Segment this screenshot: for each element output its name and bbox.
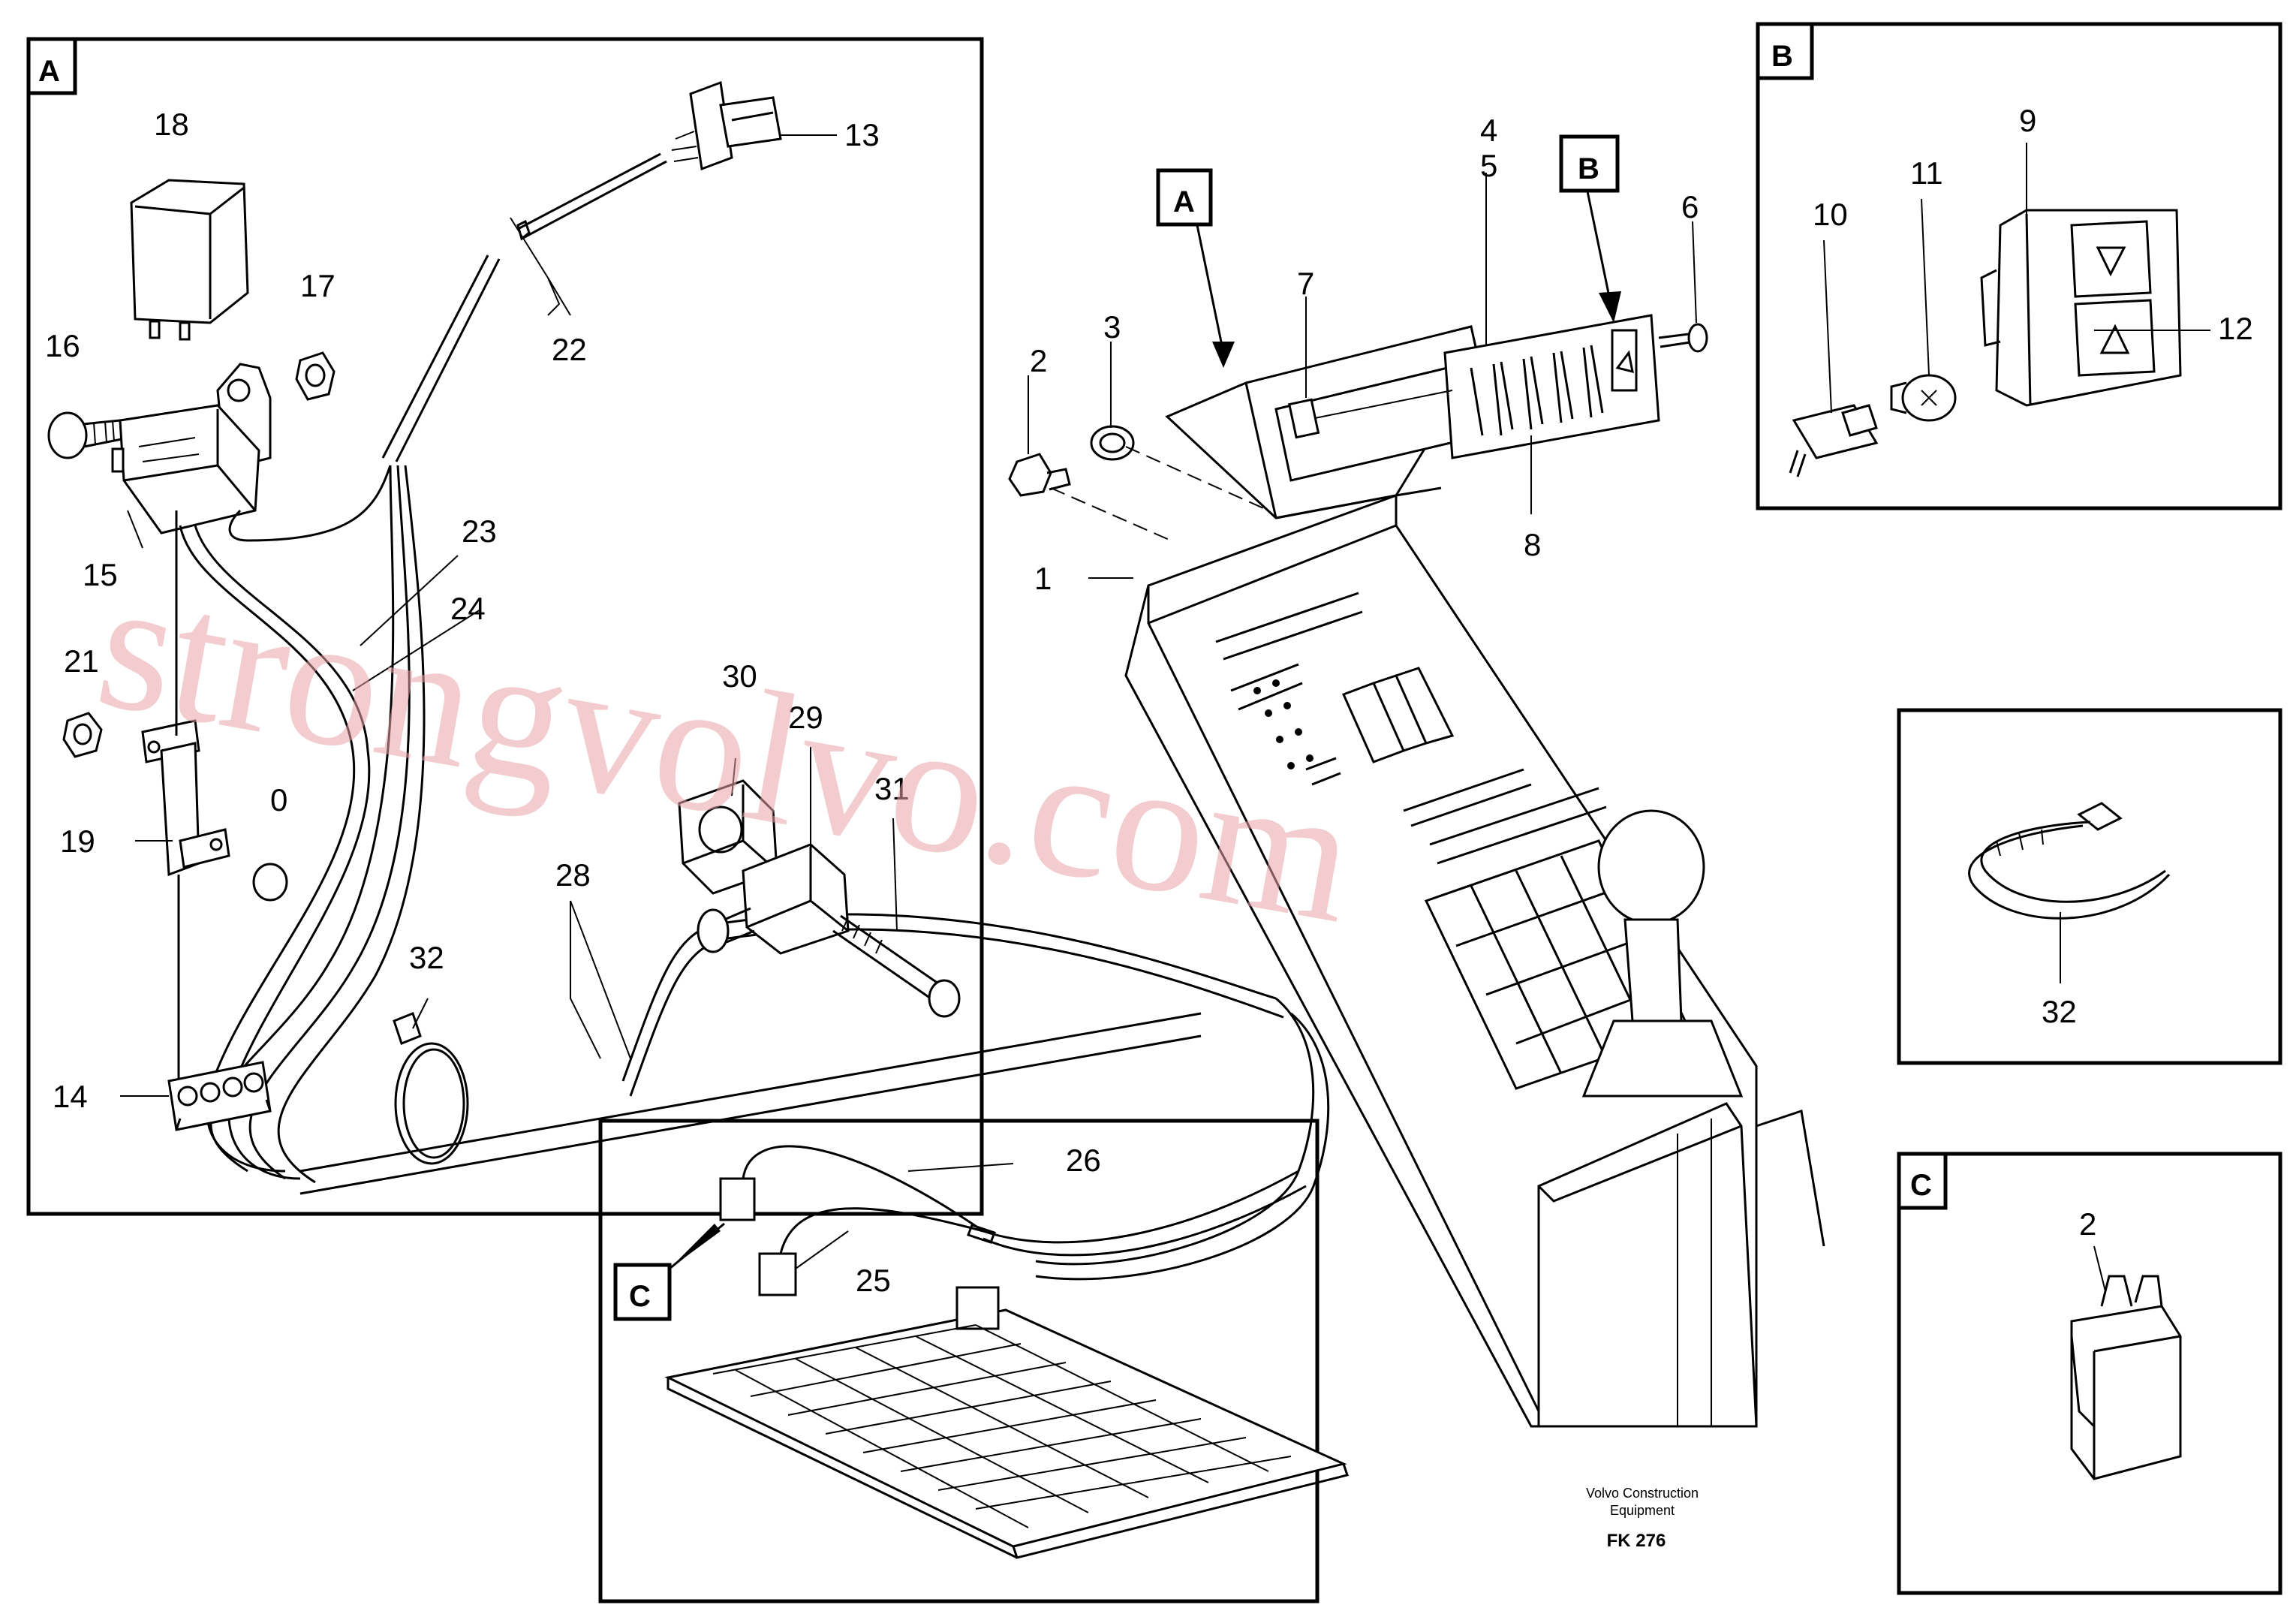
callout-32-b: 32: [2042, 994, 2077, 1029]
nut-part-21: [62, 712, 103, 758]
cable-tie-part: [393, 1012, 469, 1165]
callout-22: 22: [552, 332, 587, 367]
callout-12: 12: [2218, 311, 2253, 346]
callout-8: 8: [1524, 527, 1541, 562]
svg-text:B: B: [1578, 152, 1599, 185]
callout-23: 23: [462, 513, 497, 549]
lamp-socket-part: [697, 843, 850, 955]
figure-code: FK 276: [1607, 1531, 1666, 1551]
callout-3: 3: [1103, 309, 1121, 345]
callout-19: 19: [60, 824, 95, 859]
footer-company-line1: Volvo Construction: [1586, 1486, 1699, 1501]
callout-1: 1: [1034, 561, 1052, 596]
board-components: [712, 1324, 1292, 1528]
callout-numbers: 18 13 17 16 22 15 23 24 21 30 29 31 0 19…: [45, 103, 2253, 1298]
detail-cable-tie-panel: [1897, 708, 2282, 1065]
connector-part: [671, 80, 782, 171]
diode-bracket-part: [141, 510, 288, 1089]
callout-24: 24: [450, 591, 486, 626]
relay-part: [130, 179, 249, 341]
callout-20: 0: [270, 782, 287, 818]
screw-part: [832, 914, 961, 1018]
callout-11: 11: [1910, 155, 1943, 191]
callout-9: 9: [2019, 103, 2036, 138]
svg-text:C: C: [1910, 1169, 1932, 1202]
callout-13: 13: [844, 117, 880, 152]
bolt-part: [47, 411, 123, 459]
detail-c-panel: C: [1897, 1152, 2282, 1595]
terminal-block-part: [167, 1061, 272, 1131]
callout-5: 5: [1480, 148, 1497, 183]
callout-30: 30: [722, 658, 757, 694]
detail-a-panel: A: [26, 37, 1330, 1281]
detail-a-label: A: [38, 55, 60, 88]
callout-14: 14: [53, 1079, 88, 1114]
switch-bracket-part: [111, 363, 272, 534]
callout-25: 25: [856, 1263, 891, 1298]
joystick-part: [1537, 809, 1825, 1428]
footer: Volvo Construction Equipment FK 276: [1586, 1486, 1699, 1551]
leader-lines: [120, 134, 2210, 1292]
footer-company-line2: Equipment: [1610, 1503, 1675, 1518]
pointer-a: A: [1156, 168, 1235, 368]
callout-10: 10: [1813, 197, 1848, 232]
indicator-dots: [1253, 679, 1314, 769]
detail-b-panel: B: [1756, 22, 2282, 510]
callout-18: 18: [154, 107, 189, 142]
callout-15: 15: [83, 557, 118, 592]
callout-29: 29: [788, 700, 823, 735]
pointer-b: B: [1559, 134, 1621, 323]
callout-16: 16: [45, 328, 80, 363]
svg-text:C: C: [629, 1280, 651, 1313]
callout-2-c: 2: [2079, 1206, 2096, 1242]
callout-7: 7: [1297, 266, 1314, 301]
svg-text:A: A: [1173, 185, 1195, 218]
callout-6: 6: [1681, 189, 1699, 224]
detail-circuit-board-panel: C: [598, 1119, 1349, 1603]
nut-part: [295, 351, 336, 401]
callout-4: 4: [1480, 113, 1497, 148]
callout-32-a: 32: [409, 940, 444, 975]
callout-31: 31: [874, 771, 910, 806]
callout-26: 26: [1066, 1143, 1101, 1178]
control-panel-assembly: [1008, 314, 1825, 1428]
callout-17: 17: [300, 268, 336, 303]
callout-2: 2: [1030, 343, 1047, 378]
svg-text:B: B: [1771, 40, 1793, 73]
callout-21: 21: [64, 643, 99, 679]
callout-28: 28: [555, 857, 591, 893]
